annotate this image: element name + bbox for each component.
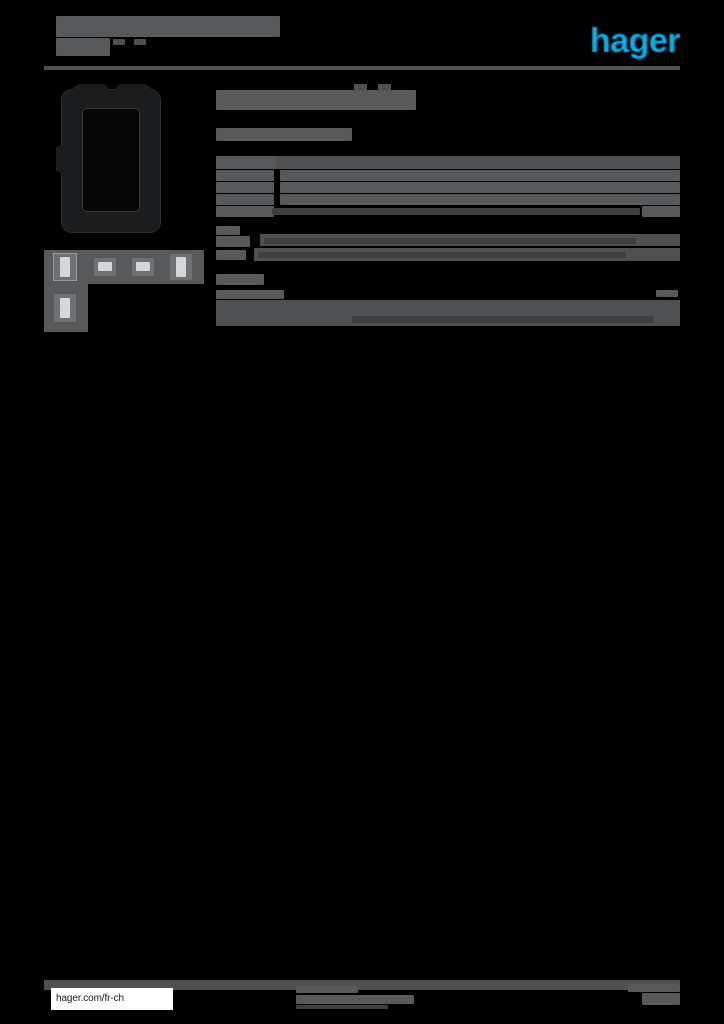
section-1-label (216, 156, 276, 169)
section-2-label-line-2 (216, 236, 250, 247)
footer-center-line-1 (296, 986, 358, 993)
section-1-row-4-value (272, 208, 640, 215)
page-header: hager (0, 0, 724, 78)
product-heading-mark-2 (378, 84, 391, 91)
section-3-row-2-value (352, 316, 654, 323)
footer-center-line-2 (296, 995, 414, 1004)
document-title-mark-1 (113, 39, 125, 45)
document-title-line-1 (56, 16, 280, 37)
header-divider (44, 66, 680, 70)
section-1-row-1-value (280, 170, 680, 181)
section-3-row-1-unit (656, 290, 678, 297)
footer-page-number-line-2 (642, 993, 680, 1005)
section-2-row-1-value (264, 238, 636, 244)
thumbnail-5-glyph (60, 298, 70, 318)
page-footer (0, 976, 724, 1024)
footer-url[interactable]: hager.com/fr-ch (51, 988, 173, 1010)
thumbnail-3-glyph (136, 262, 150, 271)
section-2-label (216, 226, 240, 235)
thumbnail-1[interactable] (53, 253, 77, 281)
product-heading-mark-1 (354, 84, 367, 91)
footer-page-number-line-1 (628, 984, 680, 992)
thumbnail-2[interactable] (94, 258, 116, 276)
footer-center-line-3 (296, 1005, 388, 1009)
thumbnail-strip-row-1 (44, 250, 204, 284)
hager-logo: hager (589, 22, 681, 60)
section-1-header-band (216, 156, 680, 169)
section-1-row-3-key (216, 194, 274, 205)
section-1-row-4-trailing (642, 206, 680, 217)
section-2-row-2-value (258, 252, 626, 258)
thumbnail-4-glyph (176, 257, 186, 277)
product-subheading (216, 128, 352, 141)
document-title-line-2 (56, 38, 110, 56)
section-2-row-2-key (216, 250, 246, 260)
thumbnail-strip-row-2 (44, 284, 88, 332)
section-1-row-2-key (216, 182, 274, 193)
document-title-mark-2 (134, 39, 146, 45)
footer-divider (44, 980, 680, 990)
thumbnail-2-glyph (98, 262, 112, 271)
section-1-row-1-key (216, 170, 274, 181)
section-3-label (216, 274, 264, 285)
product-frame-tab (56, 146, 72, 172)
section-1-row-2-value (280, 182, 680, 193)
section-1-row-3-value (280, 194, 680, 205)
product-heading (216, 90, 416, 110)
thumbnail-5[interactable] (54, 294, 76, 322)
section-3-row-1-key (216, 290, 284, 299)
product-frame-notch-right (114, 84, 152, 102)
thumbnail-4[interactable] (170, 254, 192, 280)
product-frame-aperture (82, 108, 140, 212)
thumbnail-1-glyph (60, 257, 70, 277)
thumbnail-3[interactable] (132, 258, 154, 276)
section-1-row-4-key (216, 206, 274, 217)
product-hero-image[interactable] (56, 84, 172, 240)
product-frame-notch-left (72, 84, 110, 102)
